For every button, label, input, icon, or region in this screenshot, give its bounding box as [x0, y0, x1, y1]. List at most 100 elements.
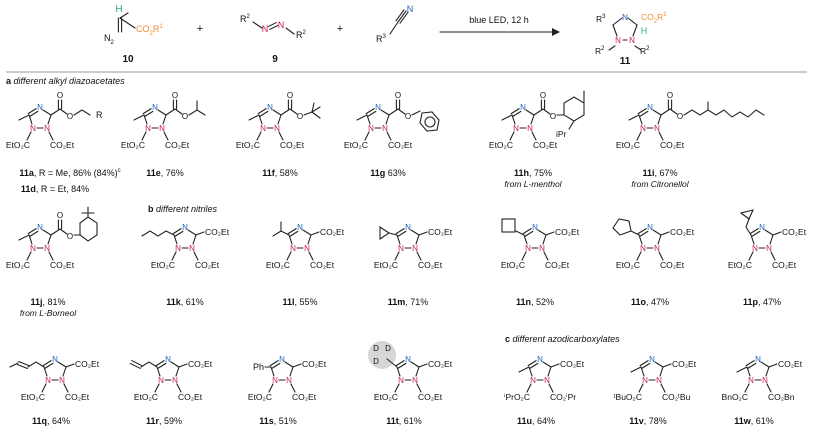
- compound-caption: 11i, 67%: [642, 168, 677, 178]
- deuterium-atom: D: [373, 357, 379, 366]
- ring-n-atom: N: [59, 376, 65, 385]
- n2-ester-group: CO₂Et: [50, 260, 75, 270]
- ring-bond: [258, 114, 263, 125]
- c-n-double-bond: [637, 108, 647, 115]
- nitrile-n-atom: N: [407, 4, 414, 14]
- ring-bond: [57, 361, 67, 368]
- compound-caption: 11q, 64%: [32, 416, 70, 426]
- ring-bond: [366, 114, 371, 125]
- cd3-bond: [386, 358, 398, 368]
- c5-ester-bond: [50, 228, 61, 236]
- c-n-double-bond: [259, 110, 269, 117]
- section-letter: a: [6, 76, 12, 86]
- ring-n-atom: N: [412, 376, 418, 385]
- n-co2-bond: [638, 383, 644, 393]
- c-n-double-bond: [172, 228, 182, 235]
- n2-ester-group: CO₂ⁱPr: [550, 392, 576, 402]
- ring-n-atom: N: [159, 124, 165, 133]
- carbonyl-o-atom: O: [667, 91, 673, 100]
- ring-n-atom: N: [260, 124, 266, 133]
- compound-caption: 11w, 61%: [734, 416, 774, 426]
- compound-caption: 11j, 81%: [30, 297, 65, 307]
- c-n-double-bond: [751, 230, 761, 237]
- ring-bond: [173, 234, 178, 245]
- ring-bond: [157, 109, 167, 116]
- c-n-double-bond: [395, 228, 405, 235]
- cyclobutyl-ring: [501, 218, 516, 233]
- ring-n-atom: N: [286, 376, 292, 385]
- ring-n-atom: N: [398, 376, 404, 385]
- n1-ester-group: EtO₂C: [6, 260, 30, 270]
- ring-bond: [657, 234, 662, 245]
- compound-yield: , 58%: [275, 168, 298, 178]
- n-co2-bond: [526, 383, 532, 393]
- ring-n-atom: N: [45, 376, 51, 385]
- ring-bond: [396, 234, 401, 245]
- n1-ester-group: EtO₂C: [121, 140, 145, 150]
- compound-id: 11a: [19, 168, 35, 178]
- ring-bond: [415, 366, 420, 377]
- n2-ester-group: CO₂Et: [388, 140, 413, 150]
- c-n-double-bond: [397, 362, 407, 369]
- r-group-label: R: [96, 110, 103, 120]
- ester-bond: [669, 108, 678, 115]
- ring-n-atom: N: [304, 244, 310, 253]
- carbonyl-o-atom: O: [57, 211, 63, 220]
- compound-caption: 11m, 71%: [388, 297, 429, 307]
- c5-ester-bond: [533, 108, 544, 116]
- ring-n-atom: N: [525, 244, 531, 253]
- n-co2-bond: [154, 383, 160, 393]
- ring-bond: [162, 114, 167, 125]
- c5-ester-bond: [768, 363, 778, 368]
- c5-co2et-group: CO₂Et: [672, 359, 697, 369]
- methyl-bond: [736, 366, 748, 373]
- n1-ester-group: EtO₂C: [248, 392, 272, 402]
- ring-bond: [143, 114, 148, 125]
- compound-id: 11j: [30, 297, 42, 307]
- ring-n-atom: N: [622, 13, 628, 22]
- n2-ester-group: CO₂Et: [418, 392, 443, 402]
- compound-source-note: from L-Borneol: [20, 308, 77, 318]
- r-text: R: [596, 14, 602, 24]
- r-text: R: [376, 34, 383, 44]
- n-co2-bond: [308, 251, 314, 261]
- compound-yield: , 61%: [399, 416, 422, 426]
- compound-id: 11h: [514, 168, 529, 178]
- citronellyl-chain: [683, 109, 757, 118]
- c-c-double-bond: [18, 360, 30, 367]
- propenyl-chain: [27, 361, 45, 368]
- ring-bond: [760, 361, 770, 368]
- section-text: different nitriles: [154, 204, 218, 214]
- ring-bond: [523, 234, 528, 245]
- r-text: R: [296, 30, 303, 40]
- ring-bond: [302, 229, 312, 236]
- methyl-bond: [133, 114, 145, 121]
- nitrile-r3: R3: [376, 34, 387, 44]
- ring-n-atom: N: [537, 355, 543, 364]
- ring-n-atom: N: [30, 244, 36, 253]
- section-title: b different nitriles: [148, 204, 218, 214]
- ring-bond: [657, 114, 662, 125]
- c-n-double-bond: [271, 362, 281, 369]
- footnote-marker: c: [118, 168, 121, 174]
- ring-n-atom: N: [398, 244, 404, 253]
- n1-ester-group: EtO₂C: [134, 392, 158, 402]
- diazo-h-atom: H: [115, 4, 122, 15]
- n1-ester-group: EtO₂C: [6, 140, 30, 150]
- c-n-double-bond: [42, 360, 52, 367]
- methyl-bond: [518, 366, 530, 373]
- ring-bond: [28, 234, 33, 245]
- ring-bond: [396, 366, 401, 377]
- ring-bond: [511, 114, 516, 125]
- compound-yield: , 67%: [655, 168, 678, 178]
- r-text: R: [240, 14, 247, 24]
- section-title: a different alkyl diazoacetates: [6, 76, 125, 86]
- n-co2-bond: [141, 131, 147, 141]
- n-co2-bond: [41, 383, 47, 393]
- c-n-double-bond: [29, 230, 39, 237]
- ring-bond: [525, 109, 535, 116]
- compound-caption: 11k, 61%: [166, 297, 204, 307]
